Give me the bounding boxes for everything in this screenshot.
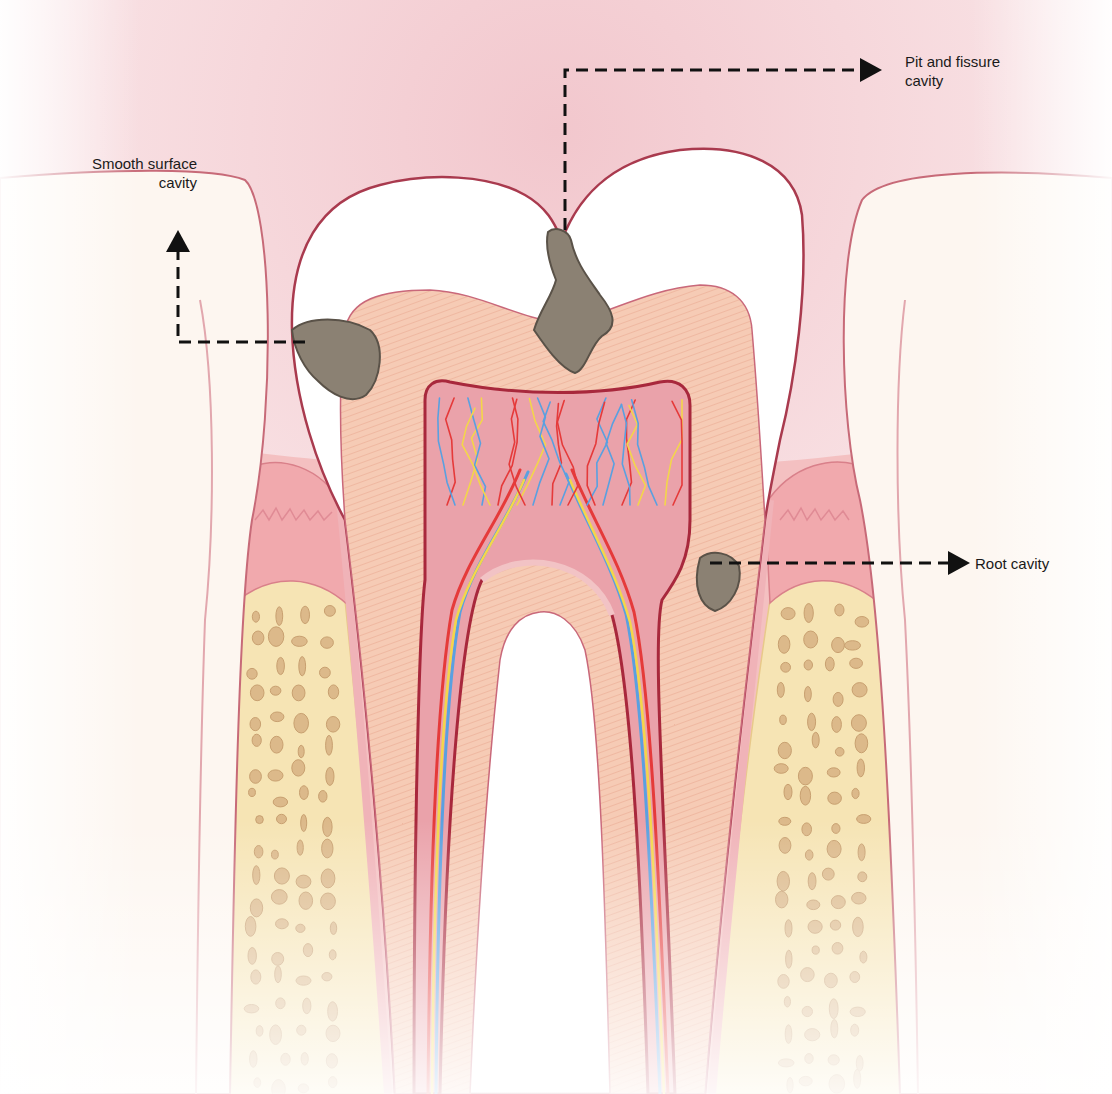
bone-pore xyxy=(804,631,818,648)
bone-pore xyxy=(301,606,310,623)
bone-pore xyxy=(252,631,264,645)
vessel-branch xyxy=(632,400,657,505)
bone-pore xyxy=(268,770,283,781)
bone-pore xyxy=(276,607,283,626)
bone-pore xyxy=(850,658,863,668)
bone-pore xyxy=(832,717,842,733)
bone-pore xyxy=(273,797,287,807)
bone-pore xyxy=(825,657,834,671)
bone-pore xyxy=(852,788,859,798)
bone-pore xyxy=(855,617,869,628)
bone-pore xyxy=(299,657,306,676)
vessel-branch xyxy=(462,408,490,505)
vessel-branch xyxy=(557,401,577,505)
callout-label: Root cavity xyxy=(975,554,1049,573)
bone-pore xyxy=(249,788,256,796)
vessel-branch xyxy=(438,398,455,505)
bone-pore xyxy=(852,683,867,697)
fade xyxy=(972,0,1112,1094)
bone-pore xyxy=(851,715,866,732)
bone-pore xyxy=(780,715,787,724)
bone-pore xyxy=(781,608,795,620)
vessel-branch xyxy=(498,398,518,505)
bone-pore xyxy=(827,768,840,777)
bone-pore xyxy=(321,637,334,648)
bone-pore xyxy=(798,767,812,785)
bone-pore xyxy=(781,662,791,672)
bone-pore xyxy=(270,686,281,695)
vessel-branch xyxy=(543,402,569,505)
bone-pore xyxy=(857,759,864,777)
callout-label: Pit and fissure cavity xyxy=(905,52,1030,90)
bone-pore xyxy=(778,636,790,654)
bone-pore xyxy=(326,735,333,755)
bone-pore xyxy=(808,713,816,730)
bone-pore xyxy=(812,732,819,748)
bone-pore xyxy=(777,682,784,697)
vessel-branch xyxy=(446,398,456,505)
leader-line xyxy=(178,252,305,342)
bone-pore xyxy=(271,712,284,722)
bone-pore xyxy=(835,604,844,616)
fade xyxy=(0,820,1112,1094)
bone-pore xyxy=(320,667,331,678)
bone-pore xyxy=(835,748,844,757)
vessel-branch xyxy=(627,406,645,506)
bone-pore xyxy=(250,718,261,731)
vessel-branch xyxy=(587,402,604,505)
arrowhead xyxy=(860,58,882,82)
arrowhead xyxy=(166,230,190,252)
bone-pore xyxy=(778,742,791,758)
bone-pore xyxy=(804,604,813,623)
bone-pore xyxy=(855,734,868,753)
vessel-branch xyxy=(621,404,630,505)
bone-pore xyxy=(292,636,308,646)
bone-pore xyxy=(804,660,812,670)
bone-pore xyxy=(328,685,338,699)
bone-pore xyxy=(300,786,309,800)
vessel-branch xyxy=(603,405,622,505)
pulp-floor xyxy=(482,562,612,615)
leader-line xyxy=(710,562,950,565)
bone-pore xyxy=(268,627,283,647)
bone-pore xyxy=(833,692,843,706)
vessel-branch xyxy=(672,401,682,505)
vessel-branch xyxy=(665,400,682,505)
bone-pore xyxy=(326,717,339,733)
bone-pore xyxy=(805,687,812,702)
bone-pore xyxy=(832,637,845,652)
cavity xyxy=(292,229,740,611)
bone-pore xyxy=(828,792,842,804)
bone-pore xyxy=(292,760,305,776)
bone-pore xyxy=(292,685,305,701)
bone-pore xyxy=(247,668,257,679)
bone-pore xyxy=(250,770,262,784)
bone-pore xyxy=(294,713,309,733)
bone-pore xyxy=(800,786,810,805)
bone-pore xyxy=(252,734,261,746)
vessel-branch xyxy=(517,399,546,505)
leader-line xyxy=(565,70,862,230)
bone-pore xyxy=(250,685,264,701)
bone-pore xyxy=(277,657,285,674)
bone-pore xyxy=(324,606,335,617)
bone-pore xyxy=(774,764,788,774)
bone-pore xyxy=(784,784,792,799)
vessel-branch xyxy=(509,399,525,505)
bone-pore xyxy=(319,791,327,803)
arrowhead xyxy=(948,551,970,575)
bone-pore xyxy=(326,767,334,785)
bone-pore xyxy=(298,745,304,757)
vessel-branch xyxy=(587,398,607,505)
callout-label: Smooth surface cavity xyxy=(67,154,197,192)
bone-pore xyxy=(845,641,861,650)
bone-pore xyxy=(270,736,283,753)
bone-pore xyxy=(252,611,259,622)
